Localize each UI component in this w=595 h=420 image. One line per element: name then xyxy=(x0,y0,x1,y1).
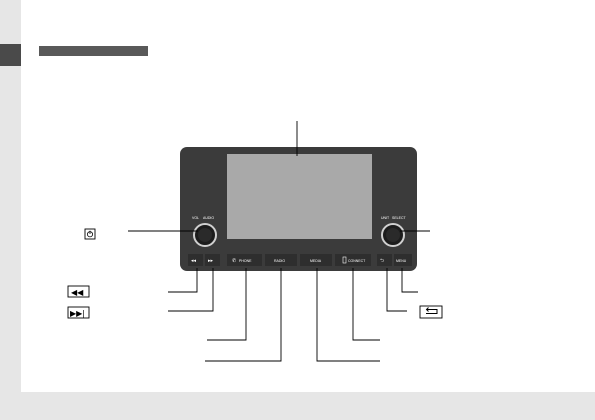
display-icon xyxy=(342,256,347,264)
seek-up-button[interactable] xyxy=(205,254,220,266)
leader-lines xyxy=(128,121,430,362)
button-strip: ◂◂ ▸▸ ✆ PHONE RADIO MEDIA CONNECT ⮌ MENU xyxy=(188,254,412,266)
display-screen[interactable] xyxy=(227,154,372,239)
radio-button[interactable] xyxy=(265,254,297,266)
phone-button[interactable] xyxy=(227,254,262,266)
seek-up-icon: ▸▸ xyxy=(208,258,214,264)
callout-back xyxy=(419,305,443,319)
leader-connect xyxy=(352,268,380,341)
left-margin xyxy=(0,0,21,420)
leader-back xyxy=(386,268,407,312)
menu-button-label: MENU xyxy=(396,259,407,263)
media-button[interactable] xyxy=(300,254,332,266)
vol-label: VOL xyxy=(192,216,199,220)
callout-skip-forward: ▶▶| xyxy=(67,306,90,319)
menu-button[interactable] xyxy=(394,254,412,266)
seek-down-button[interactable] xyxy=(188,254,203,266)
leader-media xyxy=(316,268,380,362)
media-button-label: MEDIA xyxy=(310,259,322,263)
back-button[interactable] xyxy=(377,254,392,266)
leader-seek-down xyxy=(168,268,198,293)
phone-button-label: PHONE xyxy=(239,259,252,263)
bottom-margin xyxy=(0,392,595,420)
callout-power xyxy=(84,228,96,240)
leader-menu xyxy=(401,268,418,293)
section-tab xyxy=(0,44,21,66)
leader-seek-up xyxy=(168,268,214,312)
audio-label: AUDIO xyxy=(203,216,214,220)
back-arrow-icon xyxy=(425,307,438,314)
phone-icon: ✆ xyxy=(232,258,236,264)
connect-button-label: CONNECT xyxy=(348,259,366,263)
skip-back-icon-box xyxy=(67,285,90,298)
skip-forward-icon-box xyxy=(67,306,90,319)
skip-forward-icon: ▶▶| xyxy=(70,309,85,318)
radio-button-label: RADIO xyxy=(274,259,285,263)
back-icon: ⮌ xyxy=(380,257,384,264)
back-arrow-icon-box xyxy=(419,305,443,319)
select-knob-center xyxy=(386,228,400,242)
leader-phone xyxy=(207,268,247,341)
leader-radio xyxy=(205,268,282,362)
volume-knob-center xyxy=(198,228,212,242)
seek-down-icon: ◂◂ xyxy=(191,258,197,264)
skip-back-icon: ◀◀ xyxy=(71,288,84,297)
unit-label: UNIT xyxy=(381,216,390,220)
select-label: SELECT xyxy=(392,216,406,220)
section-title-bar xyxy=(39,46,148,56)
callout-skip-back: ◀◀ xyxy=(67,285,90,298)
